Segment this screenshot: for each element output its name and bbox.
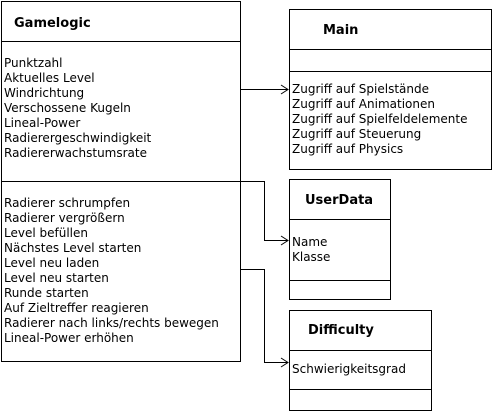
attribute: Name bbox=[292, 235, 328, 249]
method: Auf Zieltreffer reagieren bbox=[4, 301, 149, 315]
attribute: Punktzahl bbox=[4, 56, 63, 70]
method: Radierer nach links/rechts bewegen bbox=[4, 316, 219, 330]
method: Nächstes Level starten bbox=[4, 241, 142, 255]
method: Zugriff auf Spielstände bbox=[292, 82, 429, 96]
attribute: Schwierigkeitsgrad bbox=[292, 362, 406, 376]
method: Zugriff auf Animationen bbox=[292, 97, 435, 111]
class-gamelogic-attributes: Punktzahl Aktuelles Level Windrichtung V… bbox=[4, 56, 151, 161]
method: Zugriff auf Spielfeldelemente bbox=[292, 112, 468, 126]
class-difficulty-name: Difficulty bbox=[308, 323, 374, 338]
class-gamelogic-name: Gamelogic bbox=[14, 16, 91, 31]
class-difficulty: Difficulty Schwierigkeitsgrad bbox=[289, 310, 432, 411]
class-main-methods: Zugriff auf Spielstände Zugriff auf Anim… bbox=[292, 82, 468, 157]
method: Runde starten bbox=[4, 286, 89, 300]
method: Radierer vergrößern bbox=[4, 211, 125, 225]
method: Level befüllen bbox=[4, 226, 88, 240]
method: Lineal-Power erhöhen bbox=[4, 331, 134, 345]
class-main-name: Main bbox=[323, 23, 359, 38]
class-gamelogic-methods: Radierer schrumpfen Radierer vergrößern … bbox=[4, 196, 219, 346]
connector-gamelogic-userdata-arrowhead bbox=[280, 235, 289, 246]
attribute: Verschossene Kugeln bbox=[4, 101, 131, 115]
attribute: Windrichtung bbox=[4, 86, 85, 100]
class-difficulty-divider-2 bbox=[290, 389, 431, 390]
class-userdata-divider-2 bbox=[290, 280, 390, 281]
method: Zugriff auf Steuerung bbox=[292, 127, 422, 141]
class-userdata: UserData Name Klasse bbox=[289, 179, 391, 300]
connector-gamelogic-main-arrowhead bbox=[280, 84, 289, 95]
method: Level neu laden bbox=[4, 256, 100, 270]
class-main-divider-1 bbox=[290, 49, 491, 50]
method: Zugriff auf Physics bbox=[292, 142, 404, 156]
class-gamelogic: Gamelogic Punktzahl Aktuelles Level Wind… bbox=[1, 1, 241, 362]
method: Radierer schrumpfen bbox=[4, 196, 131, 210]
attribute: Radierergeschwindigkeit bbox=[4, 131, 152, 145]
class-main-divider-2 bbox=[290, 71, 491, 72]
class-gamelogic-divider-2 bbox=[2, 181, 240, 182]
attribute: Lineal-Power bbox=[4, 116, 81, 130]
class-userdata-name: UserData bbox=[305, 193, 374, 208]
attribute: Radiererwachstumsrate bbox=[4, 146, 147, 160]
class-main: Main Zugriff auf Spielstände Zugriff auf… bbox=[289, 9, 492, 170]
connector-gamelogic-difficulty bbox=[240, 269, 288, 363]
connector-gamelogic-difficulty-arrowhead bbox=[280, 357, 289, 368]
class-userdata-attributes: Name Klasse bbox=[292, 235, 330, 265]
class-userdata-divider-1 bbox=[290, 219, 390, 220]
connector-gamelogic-userdata bbox=[240, 181, 288, 241]
method: Level neu starten bbox=[4, 271, 109, 285]
class-difficulty-attributes: Schwierigkeitsgrad bbox=[292, 362, 406, 377]
class-gamelogic-divider-1 bbox=[2, 41, 240, 42]
attribute: Klasse bbox=[292, 250, 331, 264]
class-difficulty-divider-1 bbox=[290, 350, 431, 351]
attribute: Aktuelles Level bbox=[4, 71, 95, 85]
